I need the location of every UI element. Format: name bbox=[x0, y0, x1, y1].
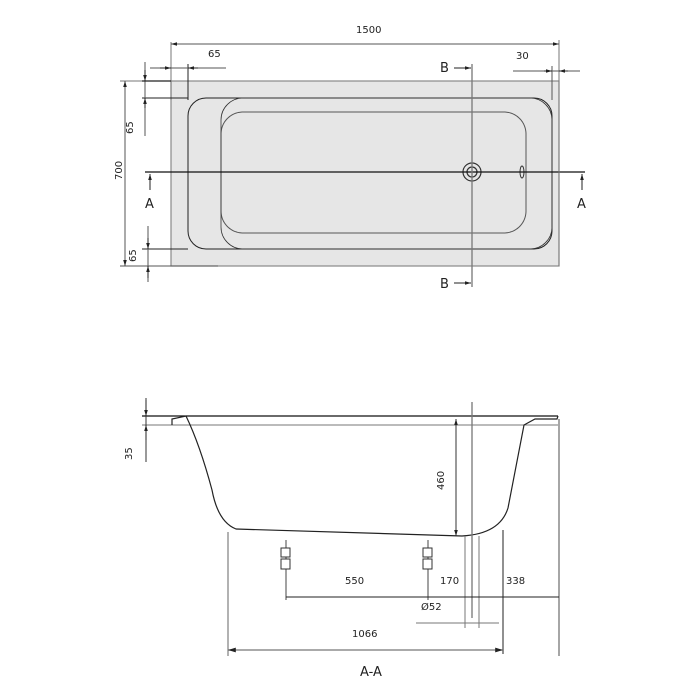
section-mark-a-left: A bbox=[145, 197, 154, 212]
dim-rim-thickness-35: 35 bbox=[124, 447, 135, 460]
foot-left-icon bbox=[280, 540, 291, 600]
tub-step bbox=[220, 97, 553, 250]
foot-right-icon bbox=[422, 540, 433, 600]
dim-length-1500: 1500 bbox=[356, 25, 381, 36]
dim-drain-to-end-338: 338 bbox=[506, 576, 525, 587]
tub-section-profile bbox=[171, 415, 559, 537]
dim-drain-to-foot-170: 170 bbox=[440, 576, 459, 587]
dim-foot-span-1066: 1066 bbox=[352, 629, 377, 640]
section-mark-b-bottom: B bbox=[440, 277, 449, 292]
dim-rim-top-65: 65 bbox=[125, 121, 136, 134]
section-view-a-a: 35 460 550 170 338 Ø52 bbox=[124, 398, 560, 680]
section-mark-b-top: B bbox=[440, 61, 449, 76]
section-mark-a-right: A bbox=[577, 197, 586, 212]
dim-depth-460: 460 bbox=[436, 471, 447, 490]
dim-rim-right-30: 30 bbox=[516, 51, 529, 62]
tub-outline bbox=[170, 80, 560, 267]
dim-feet-spacing-550: 550 bbox=[345, 576, 364, 587]
dim-rim-left-65: 65 bbox=[208, 49, 221, 60]
top-view: A A B B 1500 65 30 700 bbox=[114, 25, 586, 292]
section-title: A-A bbox=[360, 665, 382, 680]
dim-rim-bottom-65: 65 bbox=[128, 249, 139, 262]
dim-width-700: 700 bbox=[114, 161, 125, 180]
dim-drain-diameter-52: Ø52 bbox=[421, 601, 442, 613]
